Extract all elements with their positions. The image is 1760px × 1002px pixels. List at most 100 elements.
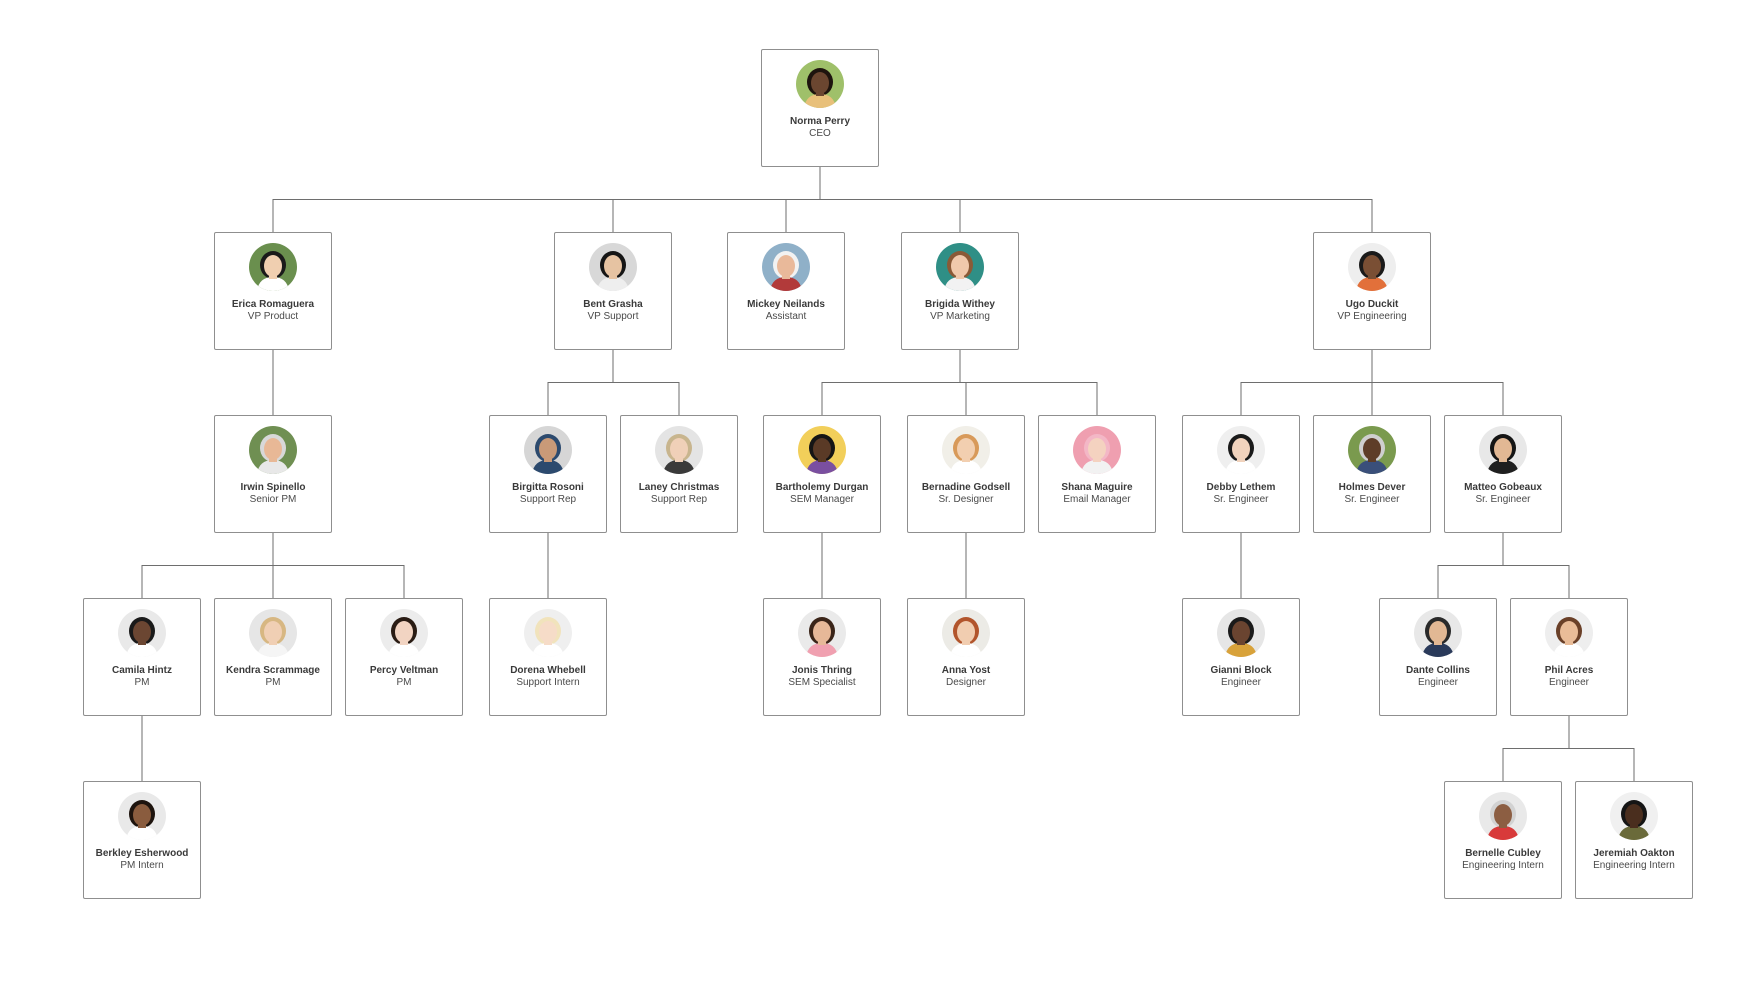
person-card-berkley-esherwood[interactable]: Berkley Esherwood PM Intern — [83, 781, 201, 899]
connector-phil-acres-to-bernelle-cubley — [1502, 716, 1570, 781]
person-role: Sr. Engineer — [1213, 494, 1269, 505]
person-name: Jeremiah Oakton — [1593, 848, 1675, 859]
connector-brigida-withey-to-shana-maguire — [959, 350, 1098, 415]
person-role: Email Manager — [1063, 494, 1131, 505]
person-card-anna-yost[interactable]: Anna Yost Designer — [907, 598, 1025, 716]
person-card-bartholemy-durgan[interactable]: Bartholemy Durgan SEM Manager — [763, 415, 881, 533]
person-name: Dorena Whebell — [510, 665, 586, 676]
person-role: Support Intern — [516, 677, 580, 688]
person-card-laney-christmas[interactable]: Laney Christmas Support Rep — [620, 415, 738, 533]
avatar-photo — [1414, 609, 1462, 657]
avatar-photo — [249, 243, 297, 291]
connector-norma-perry-to-mickey-neilands — [785, 167, 821, 232]
person-card-shana-maguire[interactable]: Shana Maguire Email Manager — [1038, 415, 1156, 533]
avatar-photo — [1479, 426, 1527, 474]
person-card-percy-veltman[interactable]: Percy Veltman PM — [345, 598, 463, 716]
person-role: SEM Specialist — [788, 677, 856, 688]
person-card-dorena-whebell[interactable]: Dorena Whebell Support Intern — [489, 598, 607, 716]
person-card-dante-collins[interactable]: Dante Collins Engineer — [1379, 598, 1497, 716]
person-role: VP Marketing — [930, 311, 990, 322]
connector-brigida-withey-to-bartholemy-durgan — [821, 350, 961, 415]
person-card-jonis-thring[interactable]: Jonis Thring SEM Specialist — [763, 598, 881, 716]
person-card-birgitta-rosoni[interactable]: Birgitta Rosoni Support Rep — [489, 415, 607, 533]
person-name: Bent Grasha — [583, 299, 643, 310]
person-name: Bernelle Cubley — [1465, 848, 1541, 859]
person-name: Erica Romaguera — [231, 299, 315, 310]
connector-ugo-duckit-to-matteo-gobeaux — [1371, 350, 1504, 415]
person-card-camila-hintz[interactable]: Camila Hintz PM — [83, 598, 201, 716]
person-role: Engineer — [1220, 677, 1262, 688]
person-card-irwin-spinello[interactable]: Irwin Spinello Senior PM — [214, 415, 332, 533]
avatar-photo — [1479, 792, 1527, 840]
avatar-photo — [249, 609, 297, 657]
connector-matteo-gobeaux-to-dante-collins — [1437, 533, 1504, 598]
person-role: Support Rep — [519, 494, 577, 505]
avatar-photo — [249, 426, 297, 474]
avatar-photo — [1217, 426, 1265, 474]
person-card-mickey-neilands[interactable]: Mickey Neilands Assistant — [727, 232, 845, 350]
person-name: Irwin Spinello — [240, 482, 306, 493]
avatar-photo — [1545, 609, 1593, 657]
person-name: Bernadine Godsell — [921, 482, 1011, 493]
person-name: Anna Yost — [941, 665, 991, 676]
person-card-bernelle-cubley[interactable]: Bernelle Cubley Engineering Intern — [1444, 781, 1562, 899]
person-name: Holmes Dever — [1338, 482, 1406, 493]
avatar-photo — [524, 609, 572, 657]
avatar-photo — [1610, 792, 1658, 840]
person-name: Jonis Thring — [792, 665, 852, 676]
person-card-bent-grasha[interactable]: Bent Grasha VP Support — [554, 232, 672, 350]
person-role: SEM Manager — [790, 494, 854, 505]
person-role: Engineering Intern — [1462, 860, 1544, 871]
person-card-debby-lethem[interactable]: Debby Lethem Sr. Engineer — [1182, 415, 1300, 533]
avatar-photo — [798, 609, 846, 657]
avatar-photo — [589, 243, 637, 291]
person-role: Engineering Intern — [1593, 860, 1675, 871]
connector-bent-grasha-to-birgitta-rosoni — [547, 350, 614, 415]
person-card-erica-romaguera[interactable]: Erica Romaguera VP Product — [214, 232, 332, 350]
connector-phil-acres-to-jeremiah-oakton — [1568, 716, 1635, 781]
person-name: Bartholemy Durgan — [775, 482, 869, 493]
avatar-photo — [1348, 243, 1396, 291]
connector-matteo-gobeaux-to-phil-acres — [1502, 533, 1570, 598]
person-name: Laney Christmas — [638, 482, 720, 493]
person-name: Shana Maguire — [1061, 482, 1133, 493]
person-card-bernadine-godsell[interactable]: Bernadine Godsell Sr. Designer — [907, 415, 1025, 533]
person-role: Engineer — [1548, 677, 1590, 688]
person-card-ugo-duckit[interactable]: Ugo Duckit VP Engineering — [1313, 232, 1431, 350]
avatar-photo — [762, 243, 810, 291]
avatar-photo — [798, 426, 846, 474]
avatar-photo — [524, 426, 572, 474]
avatar-photo — [942, 426, 990, 474]
avatar-photo — [1348, 426, 1396, 474]
avatar-photo — [936, 243, 984, 291]
person-card-gianni-block[interactable]: Gianni Block Engineer — [1182, 598, 1300, 716]
person-role: VP Engineering — [1337, 311, 1407, 322]
person-role: PM — [134, 677, 150, 688]
avatar-photo — [942, 609, 990, 657]
person-role: CEO — [809, 128, 831, 139]
avatar-photo — [380, 609, 428, 657]
avatar-photo — [655, 426, 703, 474]
person-role: Support Rep — [650, 494, 708, 505]
person-role: Sr. Engineer — [1344, 494, 1400, 505]
person-card-phil-acres[interactable]: Phil Acres Engineer — [1510, 598, 1628, 716]
person-role: Sr. Designer — [938, 494, 994, 505]
person-name: Brigida Withey — [925, 299, 995, 310]
person-card-jeremiah-oakton[interactable]: Jeremiah Oakton Engineering Intern — [1575, 781, 1693, 899]
avatar-photo — [118, 609, 166, 657]
person-card-matteo-gobeaux[interactable]: Matteo Gobeaux Sr. Engineer — [1444, 415, 1562, 533]
avatar-photo — [1073, 426, 1121, 474]
person-name: Kendra Scrammage — [226, 665, 320, 676]
person-name: Matteo Gobeaux — [1464, 482, 1542, 493]
person-card-norma-perry[interactable]: Norma Perry CEO — [761, 49, 879, 167]
avatar-photo — [1217, 609, 1265, 657]
person-name: Gianni Block — [1210, 665, 1272, 676]
person-card-brigida-withey[interactable]: Brigida Withey VP Marketing — [901, 232, 1019, 350]
connector-ugo-duckit-to-debby-lethem — [1240, 350, 1373, 415]
person-card-holmes-dever[interactable]: Holmes Dever Sr. Engineer — [1313, 415, 1431, 533]
person-name: Norma Perry — [789, 116, 851, 127]
person-role: Assistant — [765, 311, 807, 322]
person-card-kendra-scrammage[interactable]: Kendra Scrammage PM — [214, 598, 332, 716]
